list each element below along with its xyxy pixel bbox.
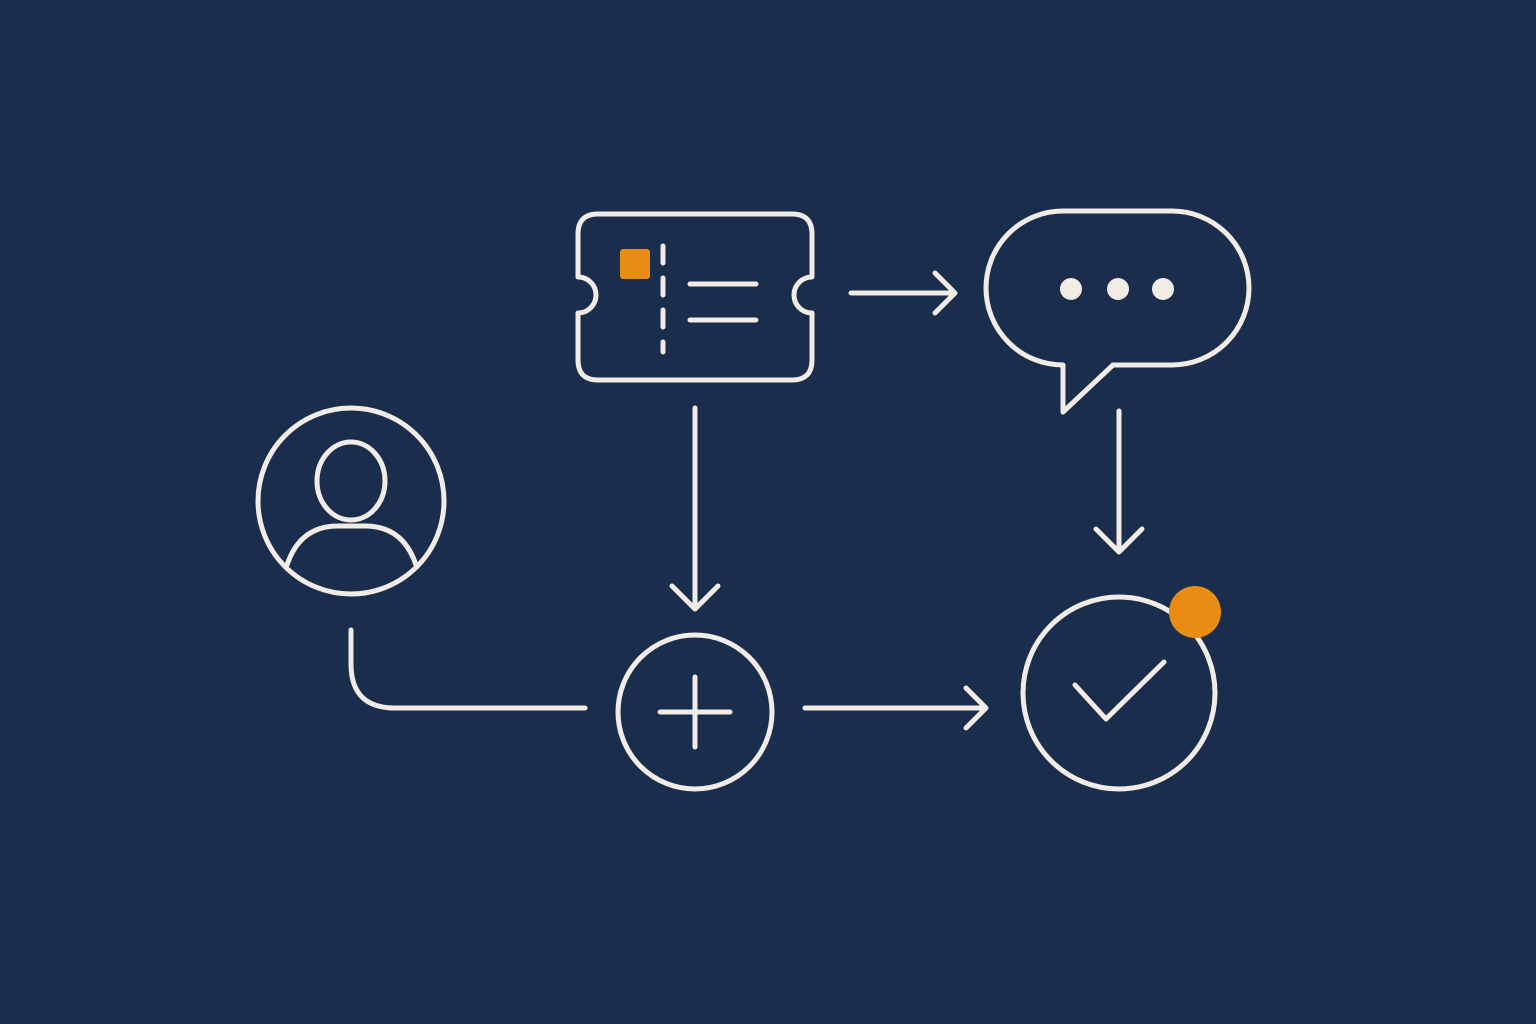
connector-user-to-add	[348, 627, 588, 711]
arrowhead-right-icon	[932, 270, 958, 316]
chat-bubble-outline	[983, 208, 1252, 415]
chat-bubble-icon	[983, 208, 1252, 415]
ticket-accent-square	[620, 249, 650, 279]
connector-add-to-done	[802, 685, 989, 731]
user-head	[314, 439, 388, 523]
user-shoulders	[284, 523, 419, 568]
user-avatar-ring	[255, 405, 447, 597]
connector-ticket-to-chat	[848, 270, 958, 316]
connector-chat-to-done	[1093, 408, 1145, 555]
arrowhead-down-icon	[1093, 526, 1145, 555]
check-circle-icon	[1020, 586, 1221, 792]
connector-line	[348, 627, 588, 711]
chat-dot-3	[1152, 278, 1174, 300]
check-mark	[1072, 659, 1167, 722]
connector-ticket-to-add	[669, 405, 721, 612]
arrowhead-down-icon	[669, 583, 721, 612]
ticket-icon	[575, 211, 815, 383]
plus-ring	[615, 632, 775, 792]
chat-dot-2	[1107, 278, 1129, 300]
plus-circle-icon	[615, 632, 775, 792]
arrowhead-right-icon	[963, 685, 989, 731]
ticket-outline	[575, 211, 815, 383]
chat-dot-1	[1060, 278, 1082, 300]
check-ring	[1020, 594, 1218, 792]
notification-dot	[1169, 586, 1221, 638]
user-avatar-icon	[255, 405, 447, 597]
